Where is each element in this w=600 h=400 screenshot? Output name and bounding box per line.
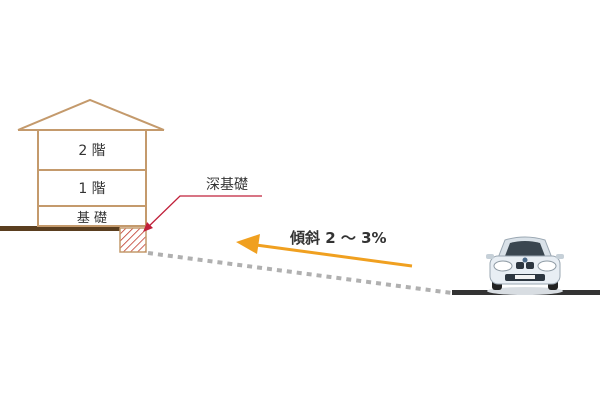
- callout-arrowhead: [143, 222, 153, 232]
- house-foundation: [37, 205, 147, 227]
- floor1-label: 1 階: [78, 181, 105, 197]
- slope-line: [147, 251, 453, 295]
- deep-foundation: [119, 227, 147, 253]
- house: [17, 98, 165, 227]
- ground-line: [0, 226, 120, 231]
- slope-arrow-head: [236, 234, 260, 254]
- car-icon: [486, 236, 564, 295]
- deep-foundation-label: 深基礎: [206, 176, 248, 193]
- floor2-label: 2 階: [78, 143, 105, 159]
- foundation-label: 基 礎: [77, 211, 107, 226]
- slope-label: 傾斜 2 ～ 3%: [289, 229, 387, 247]
- house-roof: [17, 98, 165, 131]
- slope-arrow-shaft: [255, 243, 413, 268]
- callout-line: [144, 195, 262, 231]
